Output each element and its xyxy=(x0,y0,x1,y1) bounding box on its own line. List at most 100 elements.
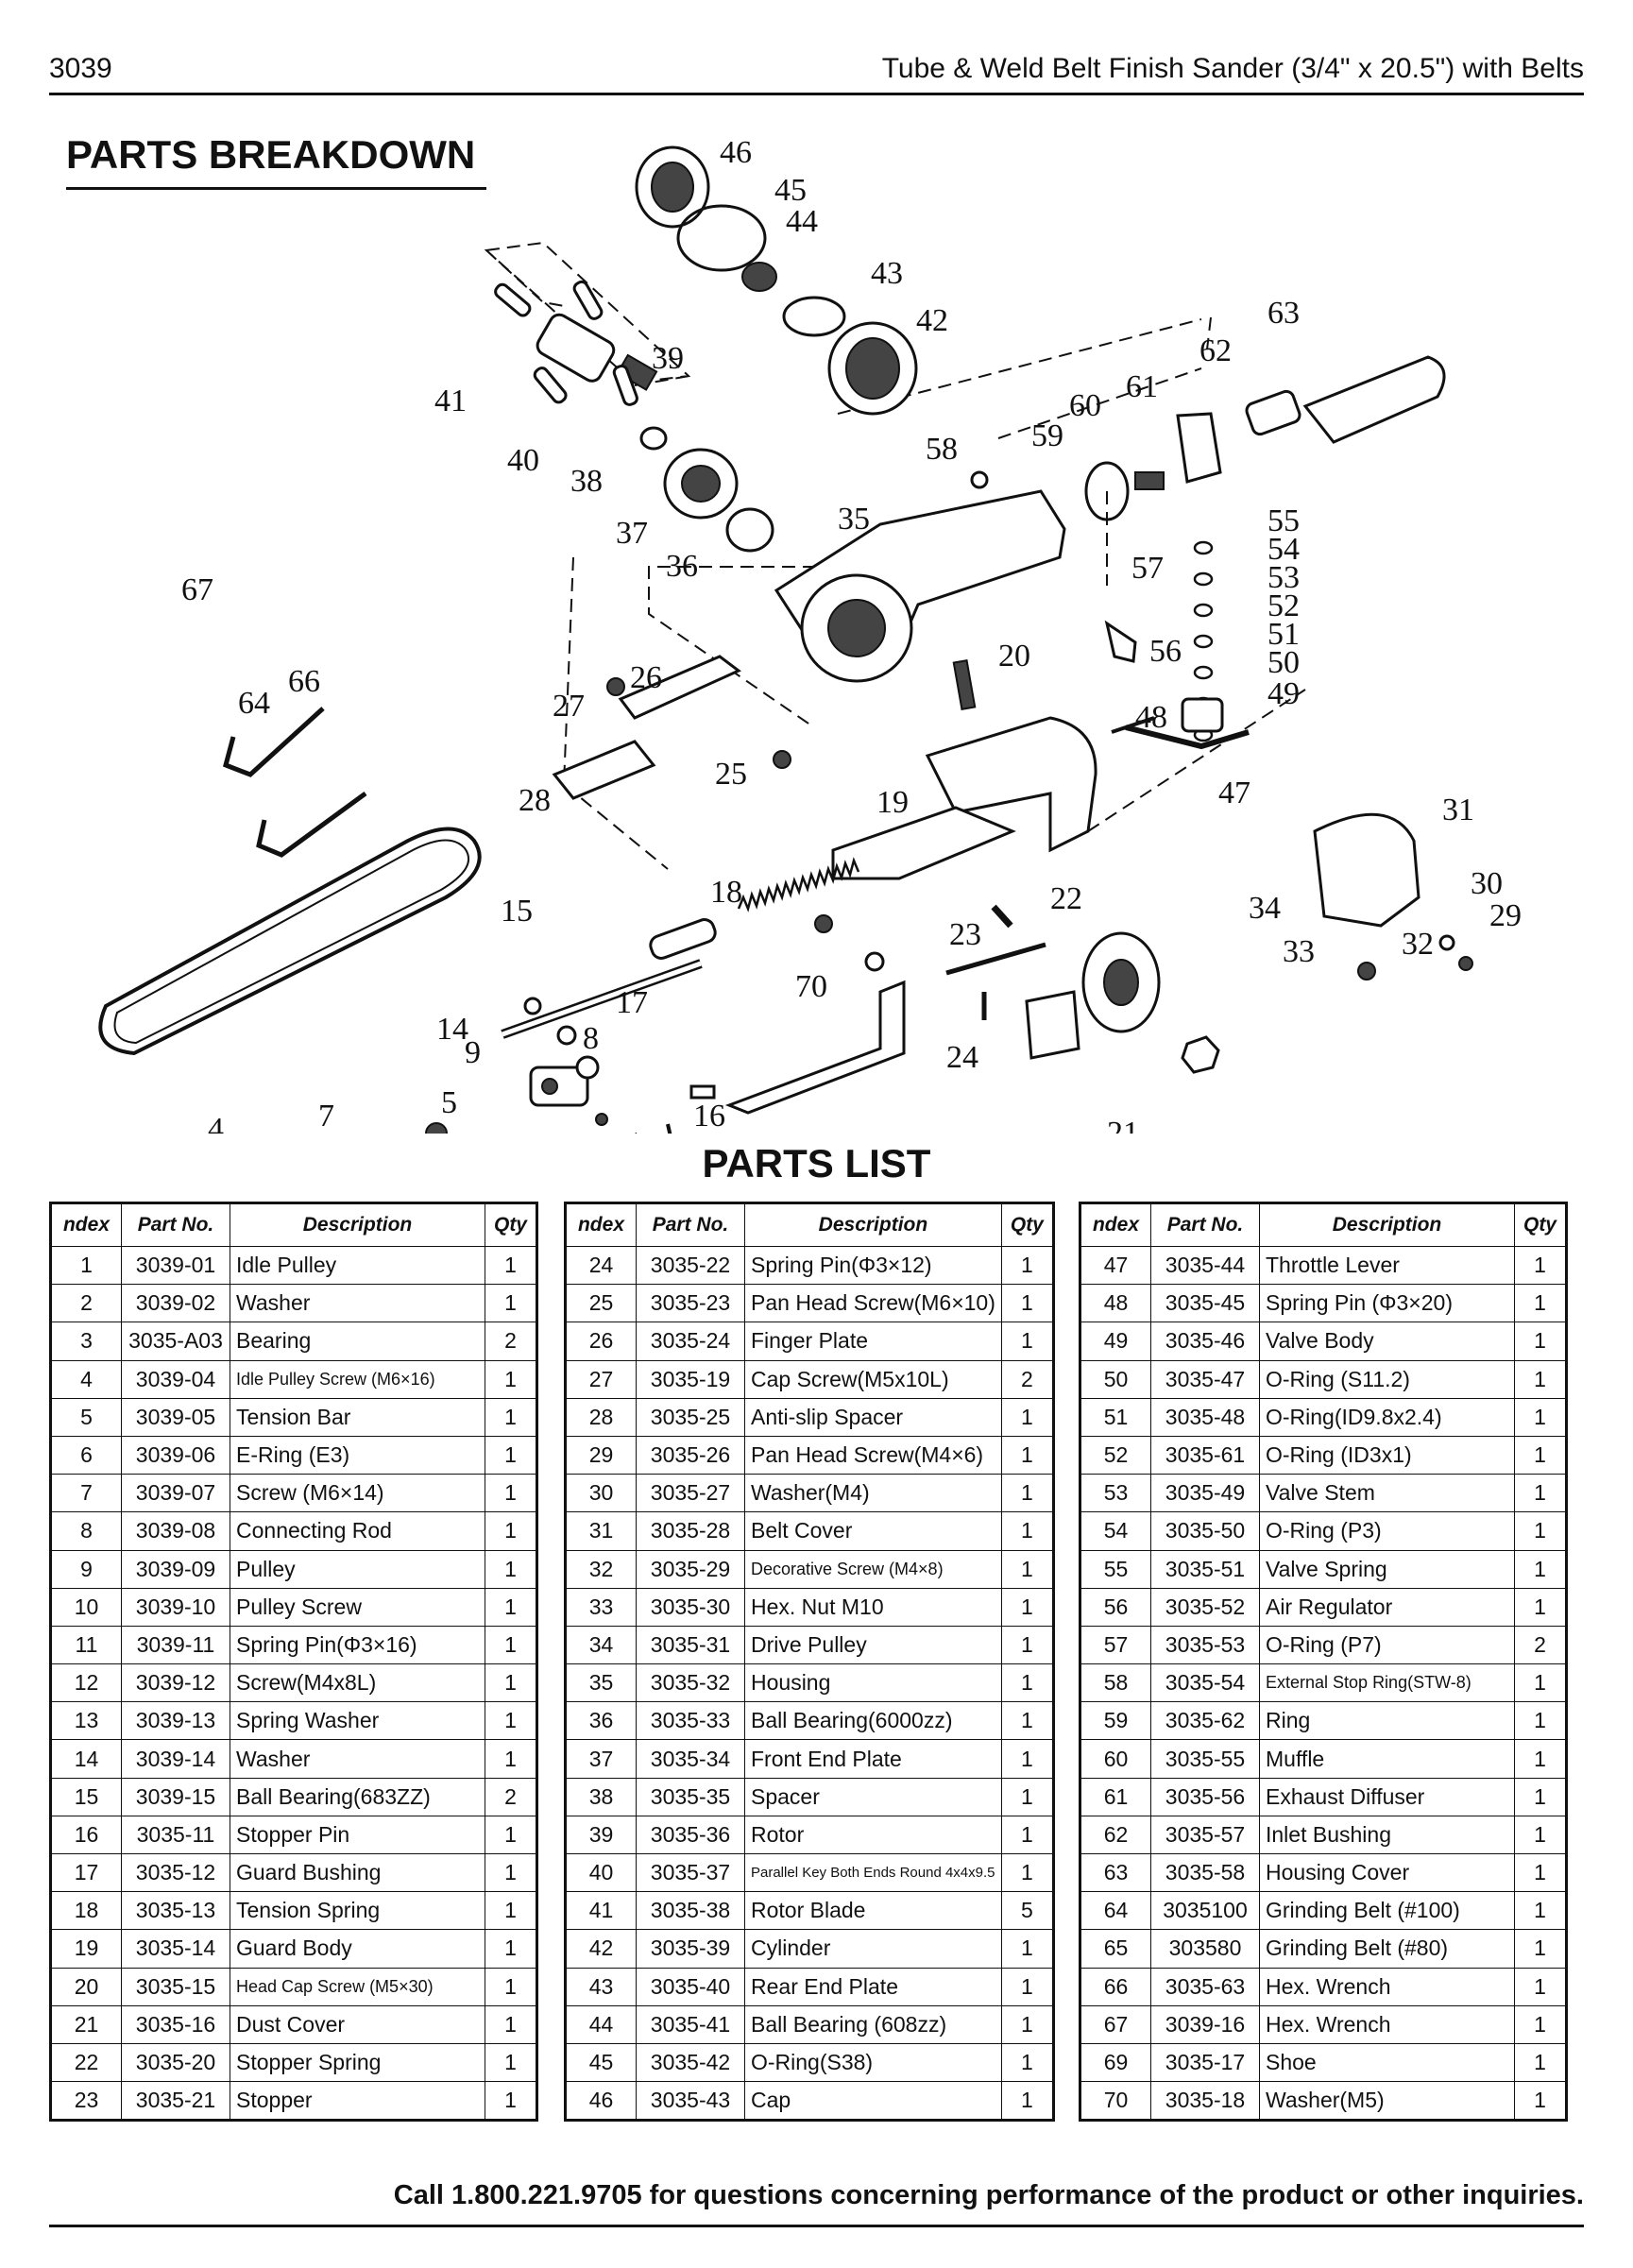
part-number-cell: 3039-12 xyxy=(121,1663,230,1703)
index-cell: 53 xyxy=(1080,1474,1151,1513)
part-number-cell: 3039-05 xyxy=(121,1397,230,1437)
part-callout-46: 46 xyxy=(720,135,752,170)
description-cell: Air Regulator xyxy=(1259,1587,1515,1627)
part-callout-35: 35 xyxy=(838,502,870,537)
index-cell: 55 xyxy=(1080,1549,1151,1589)
inlet-bushing-part xyxy=(1245,389,1301,436)
part-callout-56: 56 xyxy=(1149,634,1182,669)
tension-spring-part xyxy=(737,857,860,912)
part-number-cell: 3035-28 xyxy=(636,1511,745,1551)
qty-cell: 1 xyxy=(1000,2042,1054,2083)
description-cell: Head Cap Screw (M5×30) xyxy=(230,1967,485,2006)
part-number-cell: 3035-23 xyxy=(636,1284,745,1323)
index-cell: 26 xyxy=(565,1322,637,1361)
index-cell: 44 xyxy=(565,2004,637,2044)
part-number-cell: 3035-16 xyxy=(121,2004,230,2044)
ball-bearing-part xyxy=(575,1055,600,1080)
qty-cell: 1 xyxy=(1514,1511,1567,1551)
column-header: ndex xyxy=(565,1202,637,1247)
shoe-part xyxy=(724,980,906,1115)
part-number-cell: 3035-47 xyxy=(1150,1359,1260,1399)
description-cell: Hex. Wrench xyxy=(1259,1967,1515,2006)
exhaust-diffuser-part xyxy=(1176,412,1222,484)
part-number-cell: 3035-30 xyxy=(636,1587,745,1627)
qty-cell: 1 xyxy=(1000,1245,1054,1286)
description-cell: Guard Body xyxy=(230,1929,485,1969)
index-cell: 24 xyxy=(565,1245,637,1286)
qty-cell: 1 xyxy=(485,1815,537,1855)
index-cell: 36 xyxy=(565,1701,637,1741)
description-cell: Throttle Lever xyxy=(1259,1245,1515,1286)
column-header: Qty xyxy=(485,1202,537,1247)
part-number-cell: 3035-39 xyxy=(636,1929,745,1969)
description-cell: Spring Pin (Φ3×20) xyxy=(1259,1284,1515,1323)
index-cell: 16 xyxy=(50,1815,122,1855)
description-cell: Rotor Blade xyxy=(744,1891,1002,1931)
description-cell: Spring Pin(Φ3×12) xyxy=(744,1245,1002,1286)
description-cell: Rotor xyxy=(744,1815,1002,1855)
qty-cell: 1 xyxy=(1000,1625,1054,1665)
qty-cell: 1 xyxy=(485,1929,537,1969)
qty-cell: 1 xyxy=(1514,1701,1567,1741)
bearing-part xyxy=(741,262,777,292)
qty-cell: 1 xyxy=(1000,2081,1054,2122)
hex-wrench-part xyxy=(256,791,367,858)
part-callout-45: 45 xyxy=(774,173,807,208)
description-cell: Stopper Pin xyxy=(230,1815,485,1855)
part-callout-9: 9 xyxy=(465,1035,481,1070)
part-callout-38: 38 xyxy=(570,464,603,499)
part-number-cell: 3035-17 xyxy=(1150,2042,1260,2083)
description-cell: Ring xyxy=(1259,1701,1515,1741)
index-cell: 1 xyxy=(50,1245,122,1286)
washer-part xyxy=(556,1025,577,1046)
description-cell: External Stop Ring(STW-8) xyxy=(1259,1663,1515,1703)
index-cell: 10 xyxy=(50,1587,122,1627)
index-cell: 8 xyxy=(50,1511,122,1551)
qty-cell: 1 xyxy=(1514,1322,1567,1361)
index-cell: 7 xyxy=(50,1474,122,1513)
cap-screw-part xyxy=(814,914,833,933)
qty-cell: 2 xyxy=(485,1777,537,1816)
index-cell: 61 xyxy=(1080,1777,1151,1816)
index-cell: 2 xyxy=(50,1284,122,1323)
qty-cell: 1 xyxy=(1000,1549,1054,1589)
part-number-cell: 3035-25 xyxy=(636,1397,745,1437)
qty-cell: 1 xyxy=(1514,1549,1567,1589)
index-cell: 66 xyxy=(1080,1967,1151,2006)
qty-cell: 1 xyxy=(1514,1587,1567,1627)
part-callout-69: 69 xyxy=(886,1130,918,1134)
part-number-cell: 3039-07 xyxy=(121,1474,230,1513)
belt-cover-part xyxy=(1313,812,1420,928)
part-number-cell: 3035-45 xyxy=(1150,1284,1260,1323)
qty-cell: 1 xyxy=(1514,2042,1567,2083)
throttle-lever-part xyxy=(1125,725,1250,750)
column-header: Description xyxy=(744,1202,1002,1247)
part-callout-54: 54 xyxy=(1267,532,1300,567)
hex-wrench-part xyxy=(223,707,325,777)
index-cell: 67 xyxy=(1080,2004,1151,2044)
part-number-cell: 3035-31 xyxy=(636,1625,745,1665)
qty-cell: 1 xyxy=(1514,1777,1567,1816)
part-number-cell: 3035-22 xyxy=(636,1245,745,1286)
part-callout-59: 59 xyxy=(1031,418,1063,453)
index-cell: 20 xyxy=(50,1967,122,2006)
